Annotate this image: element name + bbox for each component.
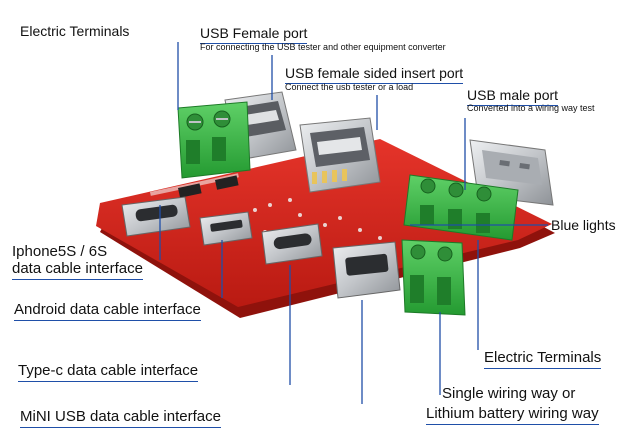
green-terminal-top-left (177, 101, 251, 179)
label-iphone-line2: data cable interface (12, 261, 143, 280)
label-blue-lights: Blue lights (551, 217, 616, 233)
green-terminal-top-right (403, 174, 519, 241)
label-single-wiring-line1: Single wiring way or (442, 385, 576, 402)
label-usb-female-port: USB Female port (200, 26, 308, 44)
label-usb-male-port: USB male port (467, 88, 559, 106)
green-terminal-bottom-right (401, 239, 466, 316)
label-usb-female-port-desc: For connecting the USB tester and other … (200, 42, 446, 52)
lightning-port (121, 196, 191, 237)
label-android: Android data cable interface (14, 302, 201, 321)
label-usb-female-sided-port: USB female sided insert port (285, 66, 464, 84)
type-c-port (261, 223, 323, 265)
label-single-wiring-line2: Lithium battery wiring way (426, 406, 599, 425)
usb-female-sided-port (299, 117, 381, 193)
label-usb-female-sided-desc: Connect the usb tester or a load (285, 82, 414, 92)
label-mini-usb: MiNI USB data cable interface (20, 409, 221, 428)
micro-usb-port (199, 211, 253, 246)
leader-lines (159, 42, 548, 404)
label-iphone-line1: Iphone5S / 6S (12, 243, 108, 260)
label-electric-terminals-top: Electric Terminals (20, 23, 130, 39)
label-usb-male-port-desc: Converted into a wiring way test (467, 103, 595, 113)
label-typec: Type-c data cable interface (18, 363, 199, 382)
label-electric-terminals-bottom: Electric Terminals (484, 350, 602, 369)
mini-usb-port (332, 241, 401, 299)
